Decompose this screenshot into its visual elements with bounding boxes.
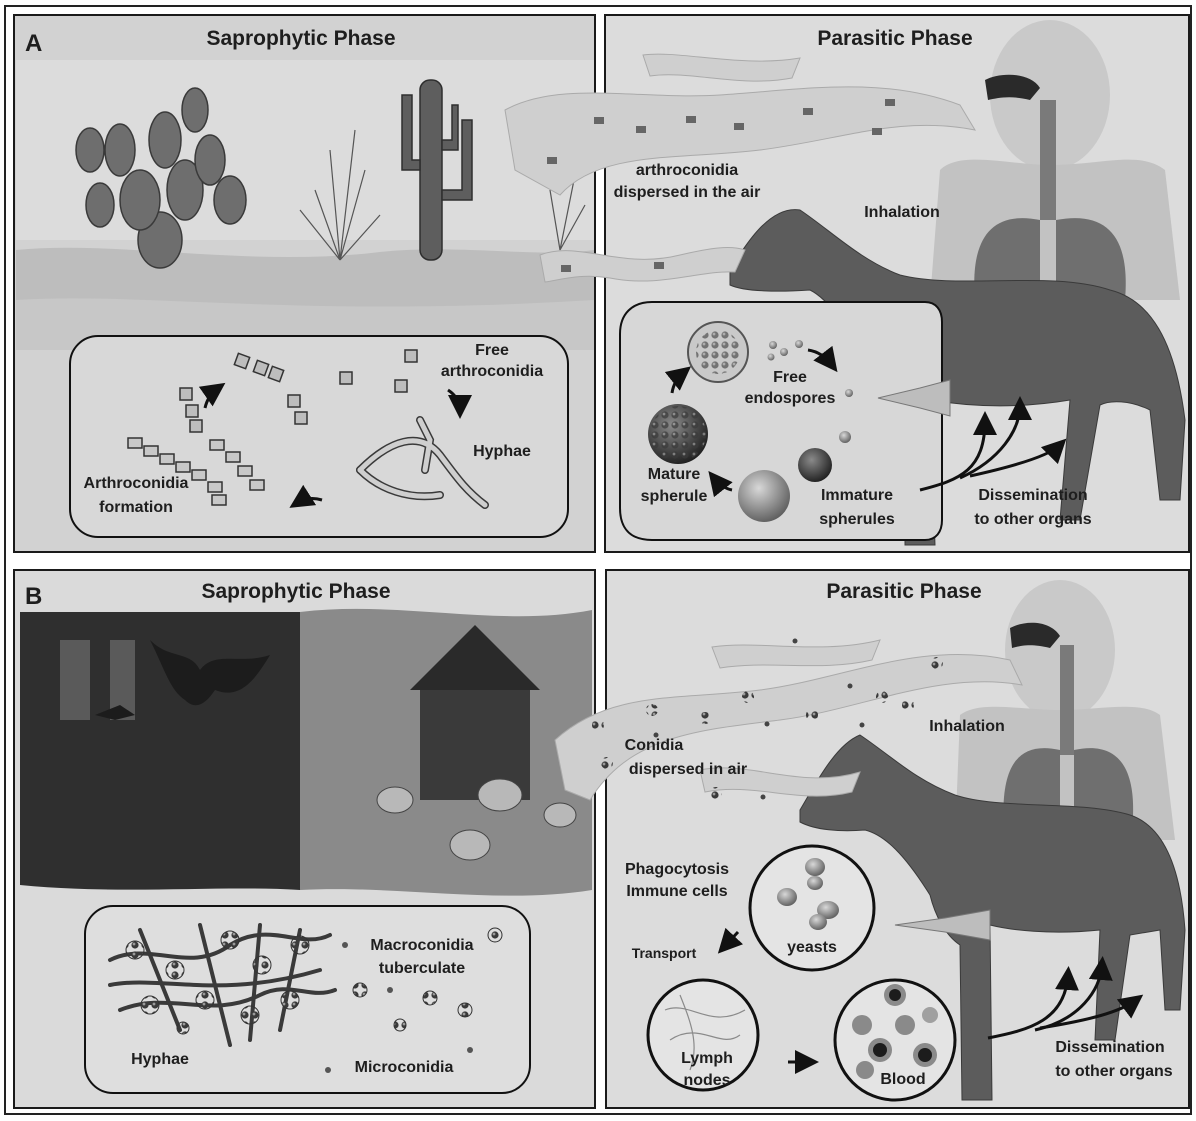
air-dispersal-label: Conidia: [625, 737, 684, 754]
air-dispersal-label: dispersed in air: [629, 761, 747, 778]
macroconidia-label: tuberculate: [379, 960, 465, 977]
dissemination-label: to other organs: [1055, 1063, 1172, 1080]
free-endospores-label: Free: [773, 369, 807, 386]
saprophytic-phase-title: Saprophytic Phase: [201, 580, 390, 603]
dissemination-label: Dissemination: [978, 487, 1087, 504]
hyphae-label: Hyphae: [473, 443, 531, 460]
yeasts-label: yeasts: [787, 939, 837, 956]
immature-spherules-label: spherules: [819, 511, 895, 528]
dissemination-label: Dissemination: [1055, 1039, 1164, 1056]
saprophytic-phase-title: Saprophytic Phase: [206, 27, 395, 50]
panel-letter-b: B: [25, 583, 42, 610]
free-endospores-label: endospores: [745, 390, 836, 407]
free-arthroconidia-label: Free: [475, 342, 509, 359]
blood-label: Blood: [880, 1071, 925, 1088]
air-dispersal-label: arthroconidia: [636, 162, 738, 179]
immature-spherule-icon: [798, 448, 832, 482]
lymph-nodes-label: Lymph: [681, 1050, 733, 1067]
transport-label: Transport: [632, 945, 697, 961]
inhalation-label: Inhalation: [929, 718, 1005, 735]
microconidia-label: Microconidia: [355, 1059, 454, 1076]
parasitic-phase-title: Parasitic Phase: [817, 27, 972, 50]
free-arthroconidia-label: arthroconidia: [441, 363, 543, 380]
immature-spherules-label: Immature: [821, 487, 893, 504]
phagocytosis-label: Phagocytosis: [625, 861, 729, 878]
mature-spherule-label: spherule: [641, 488, 708, 505]
phagocytosis-label: Immune cells: [626, 883, 727, 900]
inhalation-label: Inhalation: [864, 204, 940, 221]
arthroconidia-formation-label: Arthroconidia: [84, 475, 189, 492]
lymph-nodes-label: nodes: [683, 1072, 730, 1089]
hyphae-label: Hyphae: [131, 1051, 189, 1068]
air-dispersal-label: dispersed in the air: [614, 184, 761, 201]
macroconidia-label: Macroconidia: [370, 937, 473, 954]
parasitic-phase-title: Parasitic Phase: [826, 580, 981, 603]
panel-letter-a: A: [25, 30, 42, 57]
dissemination-label: to other organs: [974, 511, 1091, 528]
immature-spherule-icon: [738, 470, 790, 522]
arthroconidia-formation-label: formation: [99, 499, 173, 516]
mature-spherule-label: Mature: [648, 466, 701, 483]
